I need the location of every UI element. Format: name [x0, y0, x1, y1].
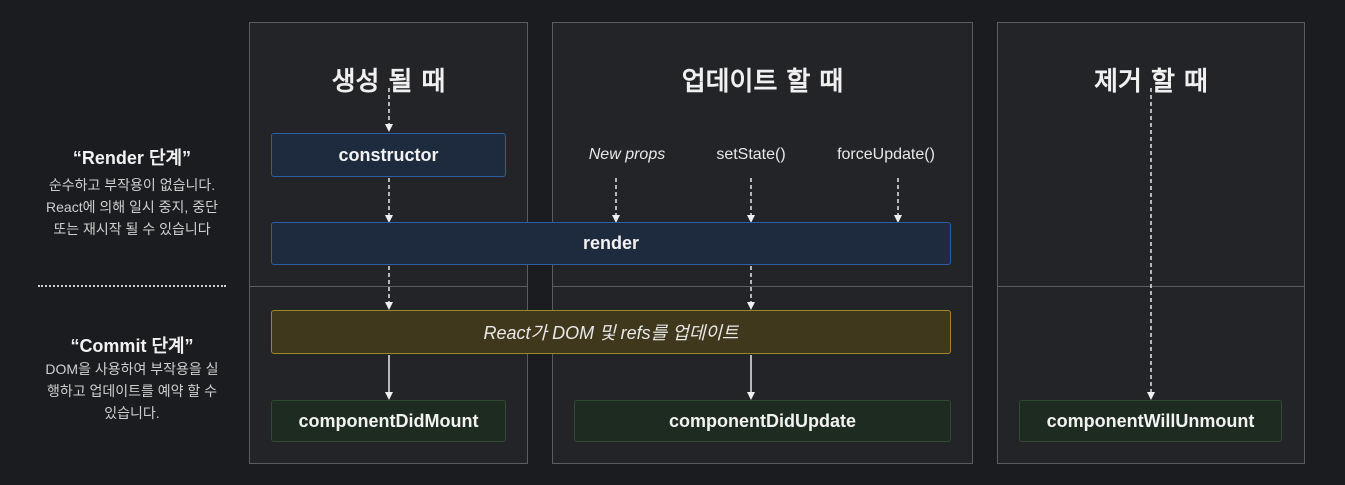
- phase-line-mount: [250, 286, 527, 287]
- render-phase-description: 순수하고 부작용이 없습니다. React에 의해 일시 중지, 중단 또는 재…: [46, 177, 218, 237]
- arrowhead: [894, 215, 902, 223]
- render-box: render: [271, 222, 951, 265]
- component-will-unmount-box: componentWillUnmount: [1019, 400, 1282, 442]
- arrowhead: [385, 392, 393, 400]
- trigger-new-props: New props: [588, 146, 666, 163]
- trigger-force-update: forceUpdate(): [837, 146, 935, 163]
- arrowhead: [385, 302, 393, 310]
- trigger-set-state: setState(): [716, 146, 786, 163]
- update-column-title: 업데이트 할 때: [681, 67, 844, 97]
- phase-line-update: [553, 286, 972, 287]
- constructor-box: constructor: [271, 133, 506, 177]
- arrowhead: [385, 124, 393, 132]
- arrowhead: [385, 215, 393, 223]
- phase-divider: [38, 285, 226, 287]
- component-did-update-box: componentDidUpdate: [574, 400, 951, 442]
- component-did-mount-box: componentDidMount: [271, 400, 506, 442]
- react-updates-dom-box: React가 DOM 및 refs를 업데이트: [271, 310, 951, 354]
- render-phase-title: “Render 단계”: [72, 148, 192, 168]
- commit-phase-description: DOM을 사용하여 부작용을 실행하고 업데이트를 예약 할 수 있습니다.: [45, 361, 219, 421]
- commit-phase-title: “Commit 단계”: [70, 336, 194, 356]
- arrowhead: [747, 392, 755, 400]
- arrowhead: [747, 302, 755, 310]
- arrowhead: [1147, 392, 1155, 400]
- arrowhead: [612, 215, 620, 223]
- arrowhead: [747, 215, 755, 223]
